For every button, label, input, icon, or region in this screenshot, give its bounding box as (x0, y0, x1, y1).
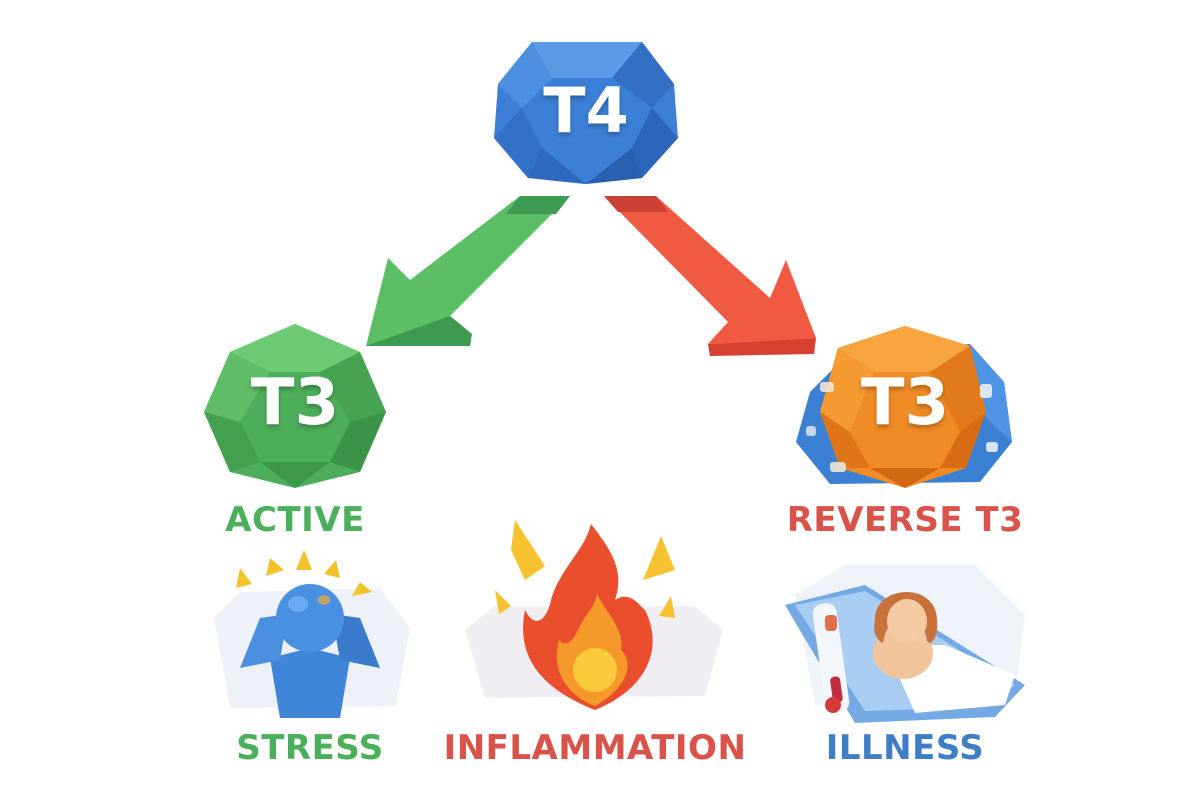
stress-factor (200, 548, 420, 728)
stressed-person-icon (214, 550, 410, 718)
t4-gem-icon (494, 42, 678, 184)
t3-orange-blue-gem-icon (796, 326, 1012, 488)
reverse-t3-caption: REVERSE T3 (786, 500, 1024, 540)
inflammation-factor (455, 510, 735, 720)
active-caption: ACTIVE (225, 500, 365, 540)
stress-label: STRESS (236, 728, 384, 768)
active-t3-node: T3 (200, 322, 390, 490)
arrow-to-reverse-t3-icon (604, 196, 816, 356)
sick-person-in-bed-icon (785, 565, 1025, 723)
t4-label: T4 (543, 74, 629, 147)
reverse-t3-label: T3 (860, 366, 950, 440)
reverse-t3-node: T3 (790, 322, 1020, 490)
t3-green-gem-icon (204, 324, 386, 488)
arrow-to-active-t3-icon (366, 196, 570, 346)
illness-factor (775, 545, 1035, 725)
t4-node: T4 (492, 38, 680, 186)
flame-icon (465, 520, 723, 710)
inflammation-label: INFLAMMATION (443, 728, 747, 768)
illness-label: ILLNESS (825, 728, 985, 768)
active-t3-label: T3 (250, 366, 340, 440)
